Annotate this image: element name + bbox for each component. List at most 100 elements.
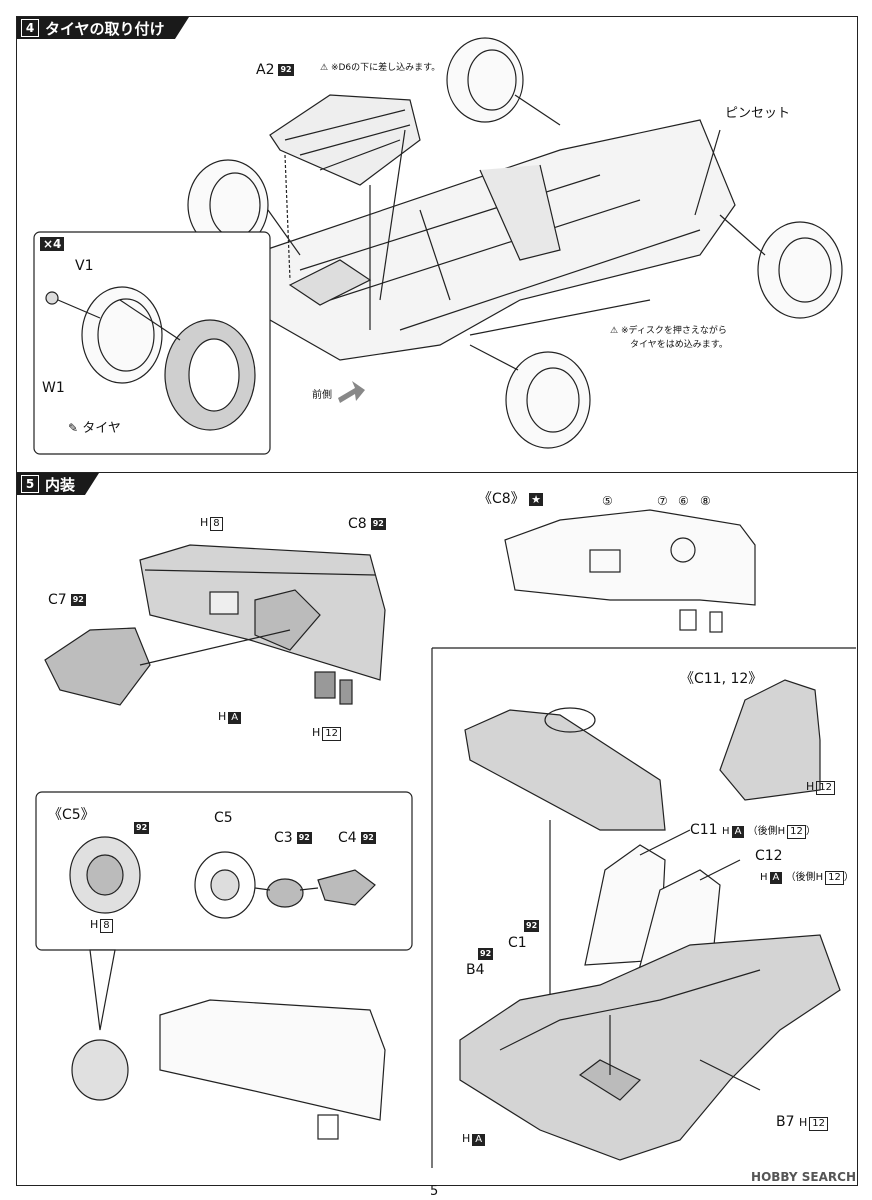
callout-6: ⑥ — [678, 494, 689, 508]
note-disc: ⚠ ※ディスクを押さえながら タイヤをはめ込みます。 — [610, 324, 728, 352]
c12-close: ） — [843, 872, 854, 883]
h8-num: 8 — [210, 517, 223, 531]
c5-label: C5 — [214, 810, 233, 826]
h12-letter: H — [312, 726, 321, 739]
c11-a: A — [731, 826, 745, 838]
note-disc-line1: ※ディスクを押さえながら — [620, 326, 727, 336]
ha-letter: H — [218, 710, 227, 723]
step5-title: 内装 — [45, 475, 76, 494]
seat-reference-drawing — [719, 679, 821, 801]
seat-h-num: 12 — [816, 781, 836, 795]
c5-ref-label: 《C5》 — [48, 807, 95, 823]
c8-paint: 92 — [370, 518, 386, 530]
c8-dashboard-drawing — [139, 544, 386, 705]
b7-h-letter: H — [798, 1116, 808, 1129]
note-d6: ⚠ ※D6の下に差し込みます。 — [320, 60, 440, 73]
wheel-inset-box — [33, 231, 271, 455]
c11-text: C11 — [690, 822, 718, 838]
c1112-ref-label: 《C11, 12》 — [680, 671, 763, 687]
step5-header: 5 内装 — [17, 473, 100, 495]
c12-a: A — [769, 872, 783, 884]
c5-h-letter: H — [90, 918, 99, 931]
warning-icon: ⚠ — [610, 326, 619, 336]
c11-rear: （後側 — [747, 826, 778, 837]
tire-label: ✎ タイヤ — [68, 417, 121, 436]
step4-title: タイヤの取り付け — [45, 19, 165, 38]
c1-label: C1 — [508, 935, 527, 951]
c5-box — [35, 791, 413, 1031]
b7-h-num: 12 — [809, 1117, 828, 1131]
c3-paint: 92 — [296, 832, 312, 844]
c7-paint: 92 — [70, 594, 86, 606]
b7-text: B7 — [776, 1114, 795, 1130]
v1-label: V1 — [75, 258, 94, 274]
c4-text: C4 — [338, 830, 357, 846]
tire-text: タイヤ — [82, 421, 121, 436]
seat-h-letter: H — [806, 780, 815, 793]
b4-label: B4 — [466, 962, 485, 978]
c12-text: C12 — [755, 848, 783, 864]
note-d6-text: ※D6の下に差し込みます。 — [330, 63, 441, 73]
a2-text: A2 — [256, 62, 275, 78]
h12-num: 12 — [322, 727, 342, 741]
step4-header: 4 タイヤの取り付け — [17, 17, 189, 39]
c1-paint: 92 — [524, 920, 540, 932]
c11-rear-h: H — [777, 826, 786, 837]
step4-number: 4 — [21, 19, 39, 37]
c5-h-num: 8 — [100, 919, 113, 933]
c8-ref-text: 《C8》 — [478, 491, 525, 507]
cement-icon: ✎ — [68, 421, 79, 435]
watermark: HOBBY SEARCH — [751, 1170, 856, 1184]
callout-5: ⑤ — [602, 494, 613, 508]
c11-close: ） — [805, 826, 816, 837]
tub-a: A — [472, 1134, 486, 1146]
c5-ref-paint: 92 — [134, 822, 150, 834]
wheels-drawing — [187, 37, 843, 449]
assembled-dashboard-drawing — [71, 999, 386, 1140]
tweezers-label: ピンセット — [725, 106, 791, 121]
callout-8: ⑧ — [700, 494, 711, 508]
h8-letter: H — [200, 516, 209, 529]
c7-text: C7 — [48, 592, 67, 608]
step5-number: 5 — [21, 475, 39, 493]
c12-rear-h: H — [815, 872, 824, 883]
c12-label: C12 — [755, 848, 783, 864]
callout-7: ⑦ — [657, 494, 668, 508]
c4-paint: 92 — [360, 832, 376, 844]
star-icon: ★ — [529, 493, 544, 506]
c12-rear-num: 12 — [825, 871, 844, 885]
warning-icon: ⚠ — [320, 63, 329, 73]
front-label: 前側 — [312, 390, 332, 401]
b4-paint: 92 — [478, 948, 494, 960]
c11-h: H — [722, 826, 730, 837]
note-disc-line2: タイヤをはめ込みます。 — [630, 340, 728, 350]
page-number: 5 — [430, 1184, 439, 1199]
c12-rear: （後側 — [785, 872, 816, 883]
c3-text: C3 — [274, 830, 293, 846]
c8-text: C8 — [348, 516, 367, 532]
ha-a: A — [228, 712, 242, 724]
tub-b7-drawing — [459, 934, 841, 1161]
a2-paint-badge: 92 — [278, 64, 294, 76]
c12-h: H — [760, 872, 768, 883]
interior-dash-drawing — [464, 707, 666, 1105]
c11-rear-num: 12 — [787, 825, 806, 839]
c7-cluster-drawing — [44, 627, 291, 706]
w1-label: W1 — [42, 380, 65, 396]
c8-ref-label: 《C8》 ★ — [478, 488, 544, 508]
